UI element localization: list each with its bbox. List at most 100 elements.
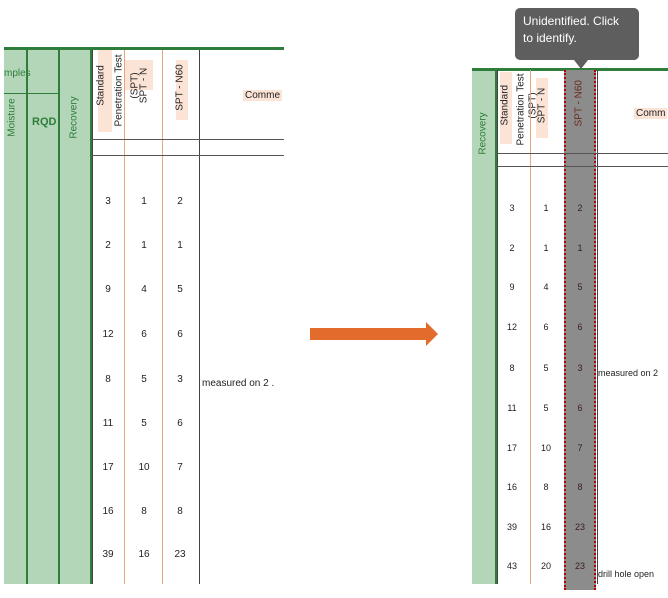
spt-n60-column-selected[interactable]: [564, 70, 596, 590]
left-comment-cell: measured on 2 .: [202, 378, 275, 389]
right-cell: 5: [543, 363, 549, 373]
left-group-rule: [4, 93, 58, 94]
left-cell: 5: [177, 284, 183, 295]
right-sep-a: [497, 70, 498, 584]
left-cell: 3: [105, 196, 111, 207]
left-vline-3: [90, 50, 92, 584]
left-cell: 6: [141, 329, 147, 340]
right-comments-header: Comm: [634, 108, 668, 119]
right-spt-n-header: SPT - N: [536, 87, 548, 124]
left-cell: 23: [174, 549, 186, 560]
left-spt-title-1: Standard: [95, 65, 107, 106]
left-cell: 8: [105, 374, 111, 385]
right-sep-d: [597, 70, 598, 584]
left-cell: 5: [141, 418, 147, 429]
left-sep-d: [199, 50, 200, 584]
left-cell: 8: [141, 506, 147, 517]
right-cell: 1: [543, 203, 549, 213]
right-cell: 6: [543, 322, 549, 332]
right-spt-title-2: Penetration Test: [515, 73, 527, 146]
left-cell: 16: [102, 506, 114, 517]
right-cell: 10: [540, 443, 551, 453]
right-n60-cell[interactable]: 23: [574, 522, 585, 532]
left-cell: 8: [177, 506, 183, 517]
right-cell: 12: [506, 322, 517, 332]
right-cell: 8: [543, 482, 549, 492]
right-cell: 3: [509, 203, 515, 213]
right-n60-cell[interactable]: 3: [577, 363, 583, 373]
left-spt-title-2: Penetration Test: [113, 54, 125, 127]
left-sep-c: [162, 50, 163, 584]
left-cell: 6: [177, 418, 183, 429]
left-header-rule-1: [92, 139, 284, 140]
left-green-area: [4, 50, 92, 584]
left-cell: 6: [177, 329, 183, 340]
left-cell: 3: [177, 374, 183, 385]
right-cell: 39: [506, 522, 517, 532]
right-n60-cell[interactable]: 6: [577, 322, 583, 332]
right-spt-n60-header[interactable]: SPT - N60: [573, 80, 585, 127]
left-cell: 9: [105, 284, 111, 295]
right-spt-title-1: Standard: [499, 84, 511, 126]
left-cell: 12: [102, 329, 114, 340]
left-cell: 17: [102, 462, 114, 473]
right-header-rule-1: [497, 153, 668, 154]
right-n60-cell[interactable]: 2: [577, 203, 583, 213]
left-spt-n-header: SPT - N: [138, 67, 150, 104]
right-cell: 2: [509, 243, 515, 253]
left-cell: 11: [102, 418, 114, 429]
left-cell: 5: [141, 374, 147, 385]
right-cell: 17: [506, 443, 517, 453]
right-sep-b: [530, 70, 531, 584]
right-n60-cell[interactable]: 5: [577, 282, 583, 292]
right-green-area: [472, 70, 496, 584]
left-cell: 7: [177, 462, 183, 473]
right-cell: 8: [509, 363, 515, 373]
left-cell: 1: [141, 240, 147, 251]
identify-tooltip[interactable]: Unidentified. Click to identify.: [515, 8, 639, 60]
right-cell: 5: [543, 403, 549, 413]
left-spt-n60-header: SPT - N60: [174, 64, 186, 111]
right-comment-cell: measured on 2: [598, 368, 659, 378]
left-vline-2: [58, 50, 60, 584]
left-spt-col2-bar: [125, 60, 153, 90]
left-cell: 2: [105, 240, 111, 251]
left-sep-a: [92, 50, 93, 584]
right-cell: 43: [506, 561, 517, 571]
right-n60-cell[interactable]: 8: [577, 482, 583, 492]
right-cell: 20: [540, 561, 551, 571]
left-header-rule-2: [92, 155, 284, 156]
left-cell: 16: [138, 549, 150, 560]
right-recovery-header: Recovery: [477, 112, 489, 155]
right-top-rule: [472, 68, 668, 71]
right-cell: 16: [506, 482, 517, 492]
right-cell: 4: [543, 282, 549, 292]
right-cell: 1: [543, 243, 549, 253]
right-cell: 16: [540, 522, 551, 532]
right-cell: 9: [509, 282, 515, 292]
left-cell: 1: [141, 196, 147, 207]
right-cell: 11: [507, 403, 517, 413]
left-vline-1: [26, 50, 28, 584]
right-spt-col2-bar: [536, 78, 548, 138]
left-sep-b: [124, 50, 125, 584]
left-rqd-header: RQD: [32, 116, 57, 128]
right-n60-cell[interactable]: 7: [577, 443, 583, 453]
right-n60-cell[interactable]: 23: [574, 561, 585, 571]
left-spt-col1-bar: [98, 50, 112, 132]
right-n60-cell[interactable]: 1: [577, 243, 583, 253]
left-cell: 10: [138, 462, 150, 473]
left-moisture-header: Moisture: [6, 98, 18, 137]
left-spt-col3-bar: [176, 60, 188, 120]
left-group-header: mples: [4, 68, 31, 79]
right-spt-col1-bar: [500, 72, 512, 144]
left-top-rule: [4, 47, 284, 50]
tooltip-pointer: [574, 60, 588, 69]
right-header-rule-2: [497, 166, 668, 167]
right-n60-cell[interactable]: 6: [577, 403, 583, 413]
left-cell: 2: [177, 196, 183, 207]
left-cell: 4: [141, 284, 147, 295]
right-comment-cell: drill hole open: [598, 569, 655, 579]
left-cell: 39: [102, 549, 114, 560]
right-vline-1: [495, 70, 497, 584]
